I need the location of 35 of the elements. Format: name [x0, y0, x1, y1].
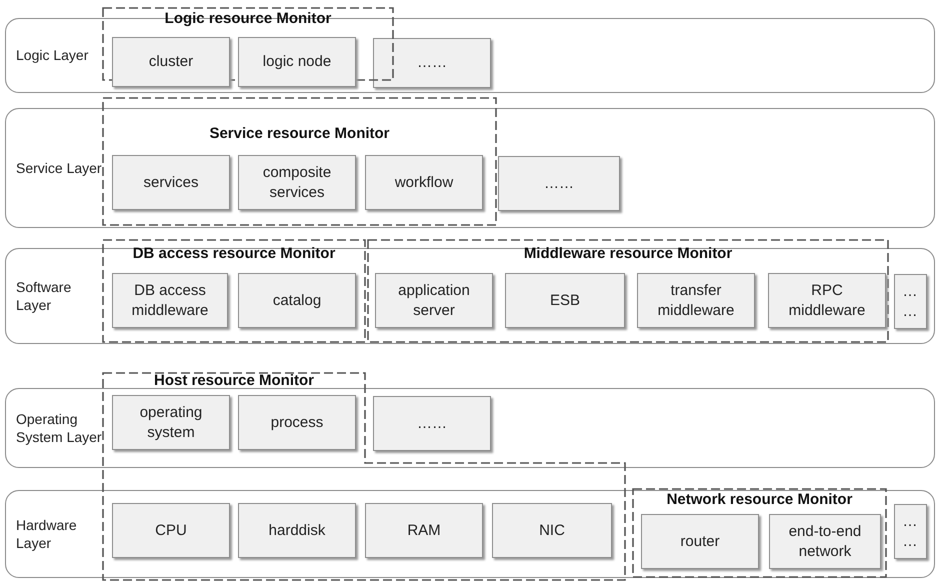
group-title: DB access resource Monitor [132, 245, 336, 262]
component-box: … … [894, 274, 927, 329]
component-box: process [238, 395, 356, 450]
component-box: composite services [238, 155, 356, 210]
component-box: router [641, 514, 759, 569]
layer-label: Hardware Layer [16, 516, 78, 553]
component-box: operating system [112, 395, 230, 450]
component-box: NIC [492, 503, 612, 558]
component-box: DB access middleware [112, 273, 228, 328]
component-box: RPC middleware [768, 273, 886, 328]
layer-label: Operating System Layer [16, 410, 103, 447]
component-box: harddisk [238, 503, 356, 558]
component-box: cluster [112, 37, 230, 87]
group-title: Service resource Monitor [208, 125, 391, 142]
group-title: Host resource Monitor [152, 372, 316, 389]
layer-label: Logic Layer [16, 46, 90, 66]
component-box: …… [373, 38, 491, 88]
component-box: …… [498, 156, 620, 211]
component-box: workflow [365, 155, 483, 210]
component-box: CPU [112, 503, 230, 558]
component-box: transfer middleware [637, 273, 755, 328]
component-box: RAM [365, 503, 483, 558]
group-title: Network resource Monitor [666, 491, 854, 508]
layer-label: Service Layer [16, 158, 103, 178]
component-box: catalog [238, 273, 356, 328]
component-box: ESB [505, 273, 625, 328]
group-title: Logic resource Monitor [164, 10, 332, 27]
component-box: end-to-end network [769, 514, 881, 569]
layer-label: Software Layer [16, 278, 72, 315]
component-box: services [112, 155, 230, 210]
component-box: logic node [238, 37, 356, 87]
group-title: Middleware resource Monitor [522, 245, 734, 262]
component-box: …… [373, 396, 491, 451]
component-box: application server [375, 273, 493, 328]
component-box: … … [894, 504, 927, 559]
